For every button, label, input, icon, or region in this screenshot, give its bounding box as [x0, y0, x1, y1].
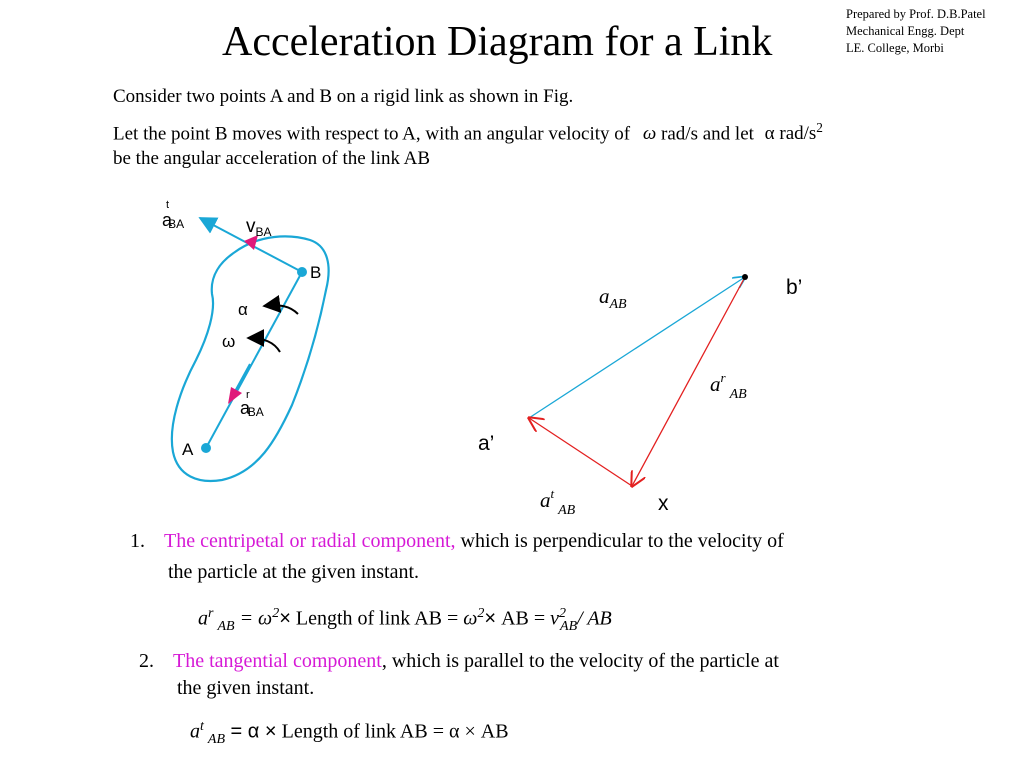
label-a-prime: a’ — [478, 432, 494, 455]
formula-2-alpha: = α — [225, 720, 265, 743]
intro-line-2-text-a: Let the point B moves with respect to A,… — [113, 123, 631, 145]
formula-tangential: atAB = α × Length of link AB = α × AB — [190, 719, 509, 748]
component-item-2: 2. The tangential component, which is pa… — [139, 650, 779, 673]
formula-1-ab-eq: AB = — [496, 607, 551, 630]
page-title: Acceleration Diagram for a Link — [222, 19, 773, 65]
formula-2-a: a — [190, 720, 200, 743]
item-2-number: 2. — [139, 650, 154, 672]
formula-1-times-2: × — [484, 607, 497, 630]
alpha-curved-arrow — [262, 295, 299, 315]
formula-1-a: a — [198, 607, 208, 630]
rigid-link-outline — [170, 235, 330, 482]
item-2-highlight: The tangential component — [173, 650, 382, 672]
formula-1-sub: AB — [217, 618, 235, 634]
item-2-line-2: the given instant. — [177, 677, 315, 699]
intro-line-1: Consider two points A and B on a rigid l… — [113, 86, 574, 107]
label-b: B — [310, 263, 321, 282]
omega-curved-arrow — [246, 329, 281, 353]
item-2-text: , which is parallel to the velocity of t… — [381, 650, 779, 672]
formula-2-times: × — [264, 720, 277, 743]
item-1-text: which is perpendicular to the velocity o… — [455, 530, 784, 552]
point-b — [297, 267, 307, 277]
formula-1-v-sub: AB — [560, 618, 578, 634]
link-ab-line — [205, 271, 303, 449]
label-alpha: α — [238, 300, 248, 319]
point-b-prime — [742, 274, 748, 280]
intro-line-2: Let the point B moves with respect to A,… — [113, 120, 823, 145]
label-omega: ω — [222, 332, 235, 351]
label-x: x — [658, 492, 669, 515]
formula-2-sub: AB — [207, 731, 225, 747]
label-at-ba: atBA — [162, 199, 184, 231]
formula-1-v: v — [550, 607, 560, 630]
alpha-unit-exponent: 2 — [816, 120, 823, 135]
attribution-line-3: LE. College, Morbi — [846, 41, 944, 55]
formula-1-sup: r — [208, 606, 214, 621]
item-1-line-2: the particle at the given instant. — [168, 561, 420, 583]
label-at-ab: atAB — [540, 486, 576, 518]
formula-1-text: Length of link AB = — [290, 607, 464, 630]
component-item-1: 1. The centripetal or radial component, … — [130, 530, 784, 553]
formula-radial: arAB = ω2× Length of link AB = ω2× AB = … — [198, 606, 612, 635]
formula-1-v-sq: 2 — [559, 606, 567, 621]
intro-line-2-text-b: rad/s and let — [661, 123, 754, 145]
label-a: A — [182, 440, 194, 459]
omega-symbol: ω — [642, 123, 657, 145]
label-a-ab: aAB — [599, 284, 627, 312]
attribution-line-2: Mechanical Engg. Dept — [846, 24, 965, 38]
radial-accel-arrowhead — [228, 387, 242, 404]
item-1-number: 1. — [130, 530, 145, 552]
label-b-prime: b’ — [786, 276, 802, 299]
formula-2-text: Length of link AB = α × AB — [276, 720, 509, 743]
intro-line-3: be the angular acceleration of the link … — [113, 148, 431, 169]
formula-1-times: × — [279, 607, 291, 630]
acceleration-diagram: b’ a’ x aAB arAB atAB — [478, 274, 802, 518]
formula-1-sq: 2 — [272, 606, 280, 621]
formula-2-sup: t — [200, 719, 204, 734]
vector-a-to-b — [528, 277, 745, 419]
velocity-arrowhead — [244, 235, 258, 250]
item-1-highlight: The centripetal or radial component, — [164, 530, 456, 552]
vector-x-to-a — [529, 418, 633, 487]
formula-1-omega: = ω — [239, 607, 273, 630]
attribution-line-1: Prepared by Prof. D.B.Patel — [846, 7, 986, 21]
alpha-unit: α rad/s — [764, 123, 817, 145]
formula-1-sq-2: 2 — [477, 606, 485, 621]
attribution: Prepared by Prof. D.B.Patel Mechanical E… — [846, 6, 986, 57]
point-a — [201, 443, 211, 453]
label-ar-ab: arAB — [710, 370, 747, 402]
formula-1-omega-2: ω — [463, 607, 478, 630]
vector-b-to-x — [632, 276, 746, 486]
label-v-ba: vBA — [246, 216, 272, 239]
formula-1-div: / AB — [577, 607, 612, 630]
